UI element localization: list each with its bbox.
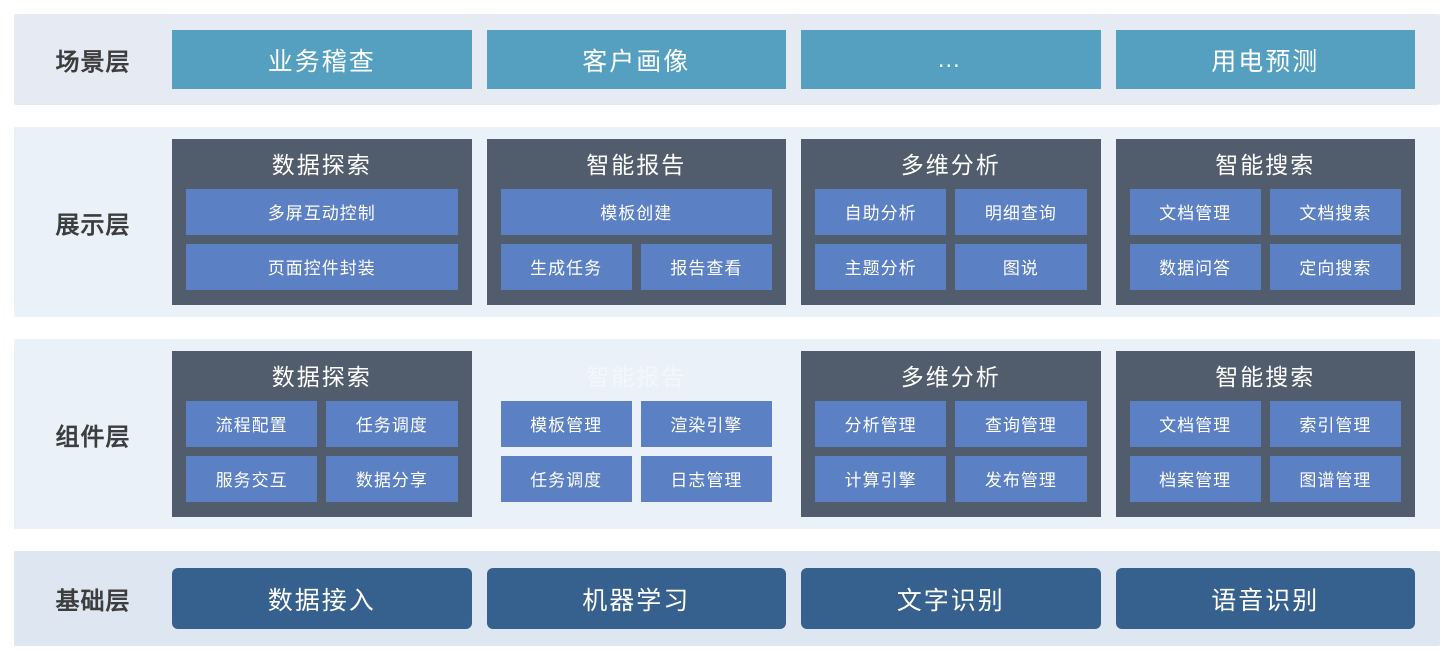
module-card-title: 多维分析 bbox=[900, 152, 1001, 178]
module-card-title: 多维分析 bbox=[900, 364, 1001, 390]
module-item[interactable]: 文档搜索 bbox=[1269, 188, 1401, 235]
layer-block-scene-layer-3[interactable]: 用电预测 bbox=[1115, 30, 1415, 89]
module-item[interactable]: 自助分析 bbox=[815, 188, 947, 235]
layer-block-foundation-layer-1[interactable]: 机器学习 bbox=[486, 568, 786, 629]
module-item[interactable]: 多屏互动控制 bbox=[186, 188, 458, 235]
layer-row-scene-layer: 场景层 业务稽查 客户画像 … 用电预测 bbox=[14, 14, 1440, 105]
module-item[interactable]: 文档管理 bbox=[1129, 400, 1261, 447]
module-card-presentation-layer-2[interactable]: 多维分析自助分析明细查询主题分析图说 bbox=[801, 139, 1101, 305]
module-card-items: 文档管理文档搜索数据问答定向搜索 bbox=[1129, 188, 1401, 291]
layer-block-label: 数据接入 bbox=[267, 586, 376, 615]
module-card-items: 自助分析明细查询主题分析图说 bbox=[815, 188, 1087, 291]
module-item[interactable]: 服务交互 bbox=[186, 455, 318, 502]
layer-body-foundation-layer: 数据接入 机器学习 文字识别 语音识别 bbox=[172, 551, 1440, 646]
module-item[interactable]: 任务调度 bbox=[500, 455, 632, 502]
module-item[interactable]: 索引管理 bbox=[1269, 400, 1401, 447]
layer-row-component-layer: 组件层数据探索流程配置任务调度服务交互数据分享智能报告模板管理渲染引擎任务调度日… bbox=[14, 339, 1440, 529]
module-item[interactable]: 查询管理 bbox=[955, 400, 1087, 447]
layer-label-foundation-layer: 基础层 bbox=[55, 588, 131, 615]
module-item[interactable]: 计算引擎 bbox=[815, 455, 947, 502]
module-card-items: 模板管理渲染引擎任务调度日志管理 bbox=[500, 400, 772, 503]
module-card-title: 智能搜索 bbox=[1215, 152, 1316, 178]
module-card-component-layer-2[interactable]: 多维分析分析管理查询管理计算引擎发布管理 bbox=[801, 351, 1101, 517]
layer-block-scene-layer-1[interactable]: 客户画像 bbox=[486, 30, 786, 89]
module-card-title: 数据探索 bbox=[271, 152, 372, 178]
module-card-title: 智能报告 bbox=[586, 364, 687, 390]
layer-block-foundation-layer-0[interactable]: 数据接入 bbox=[172, 568, 472, 629]
module-card-presentation-layer-3[interactable]: 智能搜索文档管理文档搜索数据问答定向搜索 bbox=[1115, 139, 1415, 305]
module-card-presentation-layer-0[interactable]: 数据探索多屏互动控制页面控件封装 bbox=[172, 139, 472, 305]
layer-block-label: 文字识别 bbox=[896, 586, 1005, 615]
module-card-items: 文档管理索引管理档案管理图谱管理 bbox=[1129, 400, 1401, 503]
module-item[interactable]: 档案管理 bbox=[1129, 455, 1261, 502]
layer-block-label: 业务稽查 bbox=[267, 47, 376, 76]
module-item[interactable]: 渲染引擎 bbox=[640, 400, 772, 447]
module-item[interactable]: 数据问答 bbox=[1129, 243, 1261, 290]
layer-block-scene-layer-0[interactable]: 业务稽查 bbox=[172, 30, 472, 89]
layer-body-component-layer: 数据探索流程配置任务调度服务交互数据分享智能报告模板管理渲染引擎任务调度日志管理… bbox=[172, 339, 1440, 529]
module-item[interactable]: 模板创建 bbox=[500, 188, 772, 235]
module-card-title: 智能报告 bbox=[586, 152, 687, 178]
module-item[interactable]: 模板管理 bbox=[500, 400, 632, 447]
module-card-component-layer-1[interactable]: 智能报告模板管理渲染引擎任务调度日志管理 bbox=[486, 351, 786, 517]
layer-row-presentation-layer: 展示层数据探索多屏互动控制页面控件封装智能报告模板创建生成任务报告查看多维分析自… bbox=[14, 127, 1440, 317]
module-item[interactable]: 日志管理 bbox=[640, 455, 772, 502]
layer-block-foundation-layer-3[interactable]: 语音识别 bbox=[1115, 568, 1415, 629]
layer-block-label: 语音识别 bbox=[1211, 586, 1320, 615]
module-item[interactable]: 主题分析 bbox=[815, 243, 947, 290]
module-card-presentation-layer-1[interactable]: 智能报告模板创建生成任务报告查看 bbox=[486, 139, 786, 305]
layer-label-component-layer: 组件层 bbox=[55, 423, 131, 451]
layer-body-presentation-layer: 数据探索多屏互动控制页面控件封装智能报告模板创建生成任务报告查看多维分析自助分析… bbox=[172, 127, 1440, 317]
layer-label-scene-layer: 场景层 bbox=[55, 49, 131, 76]
layer-block-foundation-layer-2[interactable]: 文字识别 bbox=[801, 568, 1101, 629]
module-item[interactable]: 流程配置 bbox=[186, 400, 318, 447]
layer-row-foundation-layer: 基础层 数据接入 机器学习 文字识别 语音识别 bbox=[14, 551, 1440, 646]
layer-block-label: 机器学习 bbox=[582, 586, 691, 615]
module-card-title: 智能搜索 bbox=[1215, 364, 1316, 390]
layer-body-scene-layer: 业务稽查 客户画像 … 用电预测 bbox=[172, 14, 1440, 105]
module-card-items: 分析管理查询管理计算引擎发布管理 bbox=[815, 400, 1087, 503]
module-item[interactable]: 发布管理 bbox=[955, 455, 1087, 502]
module-card-items: 流程配置任务调度服务交互数据分享 bbox=[186, 400, 458, 503]
module-item[interactable]: 文档管理 bbox=[1129, 188, 1261, 235]
module-item[interactable]: 任务调度 bbox=[326, 400, 458, 447]
module-card-component-layer-3[interactable]: 智能搜索文档管理索引管理档案管理图谱管理 bbox=[1115, 351, 1415, 517]
module-item[interactable]: 图说 bbox=[955, 243, 1087, 290]
layer-block-label: … bbox=[936, 45, 965, 73]
layer-label-presentation-layer: 展示层 bbox=[55, 211, 131, 239]
module-card-items: 多屏互动控制页面控件封装 bbox=[186, 188, 458, 291]
module-item[interactable]: 图谱管理 bbox=[1269, 455, 1401, 502]
module-item[interactable]: 分析管理 bbox=[815, 400, 947, 447]
module-card-items: 模板创建生成任务报告查看 bbox=[500, 188, 772, 291]
layer-block-label: 用电预测 bbox=[1211, 47, 1320, 76]
module-item[interactable]: 明细查询 bbox=[955, 188, 1087, 235]
layer-block-scene-layer-2[interactable]: … bbox=[801, 30, 1101, 89]
module-card-title: 数据探索 bbox=[271, 364, 372, 390]
module-item[interactable]: 报告查看 bbox=[640, 243, 772, 290]
layer-block-label: 客户画像 bbox=[582, 47, 691, 76]
module-item[interactable]: 生成任务 bbox=[500, 243, 632, 290]
module-card-component-layer-0[interactable]: 数据探索流程配置任务调度服务交互数据分享 bbox=[172, 351, 472, 517]
module-item[interactable]: 页面控件封装 bbox=[186, 243, 458, 290]
module-item[interactable]: 数据分享 bbox=[326, 455, 458, 502]
module-item[interactable]: 定向搜索 bbox=[1269, 243, 1401, 290]
